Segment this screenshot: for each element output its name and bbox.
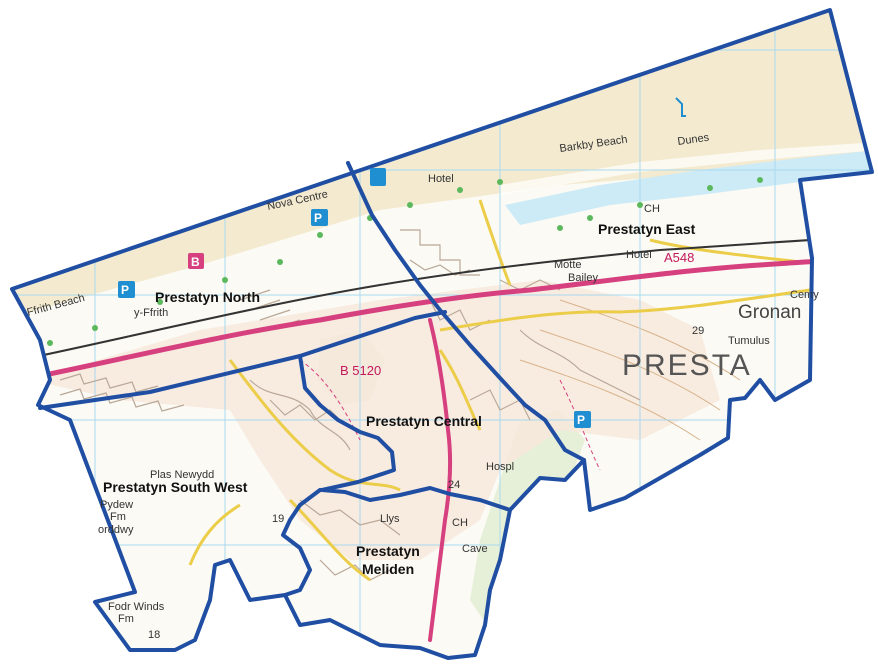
coast-path-dots xyxy=(47,177,763,346)
boundary-north-east xyxy=(346,161,586,462)
b5120-label: B 5120 xyxy=(340,363,381,378)
hotel-marker-icon xyxy=(370,168,386,186)
ward-labels: Prestatyn North Prestatyn East Prestatyn… xyxy=(103,221,696,577)
ward-label-central: Prestatyn Central xyxy=(366,413,482,429)
railway xyxy=(19,235,872,361)
ward-label-north: Prestatyn North xyxy=(155,289,260,305)
place-labels: PRESTA Gronan Barkby Beach Dunes Hotel H… xyxy=(26,132,820,641)
cemy-label: Cemy xyxy=(790,289,819,301)
ch-label-1: CH xyxy=(644,203,660,215)
plas-newydd-label: Plas Newydd xyxy=(150,469,214,481)
dashed-boundary xyxy=(299,359,601,471)
dunes-label: Dunes xyxy=(677,132,711,148)
b-marker-icon: B xyxy=(188,253,204,269)
hotel-label-2: Hotel xyxy=(626,249,652,261)
hotel-label-1: Hotel xyxy=(428,173,454,185)
motte-label: Motte xyxy=(554,259,582,271)
boundary-meliden xyxy=(281,488,322,597)
pydew-label: Pydew xyxy=(100,499,133,511)
spot-height-29: 29 xyxy=(692,325,704,337)
llys-label: Llys xyxy=(380,513,400,525)
svg-text:P: P xyxy=(121,283,129,297)
bailey-label: Bailey xyxy=(568,272,598,284)
ward-label-east: Prestatyn East xyxy=(598,221,696,237)
ward-label-meliden-line2: Meliden xyxy=(362,561,414,577)
fm-label-1: Fm xyxy=(110,511,126,523)
spot-height-19: 19 xyxy=(272,513,284,525)
gronant-label: Gronan xyxy=(738,302,801,323)
ch-label-2: CH xyxy=(452,517,468,529)
parking-icon: P xyxy=(118,281,135,298)
ward-label-southwest: Prestatyn South West xyxy=(103,479,248,495)
orddwy-label: orddwy xyxy=(98,524,134,536)
parking-icons: P P P B xyxy=(118,97,686,428)
svg-text:P: P xyxy=(577,413,585,427)
town-label: PRESTA xyxy=(622,349,752,382)
bird-reserve-icon xyxy=(675,97,686,117)
outer-boundary xyxy=(10,8,874,660)
fodr-winds-label: Fodr Winds xyxy=(108,601,165,613)
ward-label-meliden-line1: Prestatyn xyxy=(356,543,420,559)
boundary-meliden-top xyxy=(320,486,512,512)
spot-height-24: 24 xyxy=(448,479,460,491)
a548-road xyxy=(17,255,872,383)
svg-text:B: B xyxy=(191,255,200,269)
svg-text:P: P xyxy=(314,211,322,225)
ward-boundaries xyxy=(10,8,874,660)
tumulus-label: Tumulus xyxy=(728,335,770,347)
fm-label-2: Fm xyxy=(118,613,134,625)
b5120-road xyxy=(428,318,453,642)
boundary-central-southwest xyxy=(298,354,396,492)
y-ffrith-label: y-Ffrith xyxy=(134,307,168,319)
hospital-label: Hospl xyxy=(486,461,514,473)
spot-height-18: 18 xyxy=(148,629,160,641)
parking-icon: P xyxy=(311,209,328,226)
cave-label: Cave xyxy=(462,543,488,555)
a548-label: A548 xyxy=(664,250,694,265)
parking-icon: P xyxy=(574,411,591,428)
